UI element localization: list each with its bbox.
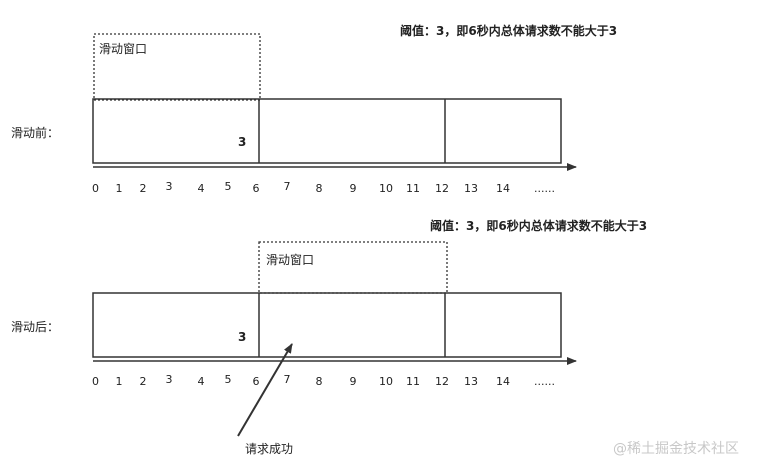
tick-label: 12 <box>435 182 449 195</box>
tick-label: 5 <box>224 180 232 193</box>
tick-label: 11 <box>406 182 420 195</box>
tick-label: 3 <box>165 373 173 386</box>
window-label-before: 滑动窗口 <box>99 42 148 56</box>
tick-label: 10 <box>379 182 393 195</box>
tick-label: 9 <box>349 375 357 388</box>
tick-label: 4 <box>197 375 205 388</box>
tick-label: 13 <box>464 182 478 195</box>
tick-label: 0 <box>92 182 99 195</box>
tick-label: 4 <box>197 182 205 195</box>
tick-label: 2 <box>139 375 147 388</box>
tick-label: 7 <box>283 180 291 193</box>
tick-label: 7 <box>283 373 291 386</box>
tick-label: 12 <box>435 375 449 388</box>
tick-label: 8 <box>315 182 323 195</box>
tick-label: 11 <box>406 375 420 388</box>
side-label-before: 滑动前： <box>11 126 60 140</box>
tick-label: 6 <box>252 375 260 388</box>
tick-label: ...... <box>534 375 555 388</box>
window-label-after: 滑动窗口 <box>266 253 315 267</box>
tick-label: 3 <box>165 180 173 193</box>
request-count-before: 3 <box>238 135 247 149</box>
tick-label: 10 <box>379 375 393 388</box>
side-label-after: 滑动后： <box>11 320 60 334</box>
tick-label: 14 <box>496 182 510 195</box>
tick-label: 0 <box>92 375 99 388</box>
tick-label: 5 <box>224 373 232 386</box>
timeline-box-before <box>92 98 562 164</box>
tick-label: 9 <box>349 182 357 195</box>
request-success-label: 请求成功 <box>245 442 294 456</box>
tick-label: 6 <box>252 182 260 195</box>
threshold-text-before: 阈值：3，即6秒内总体请求数不能大于3 <box>400 24 618 38</box>
watermark: @稀土掘金技术社区 <box>613 441 739 457</box>
timeline-box-after <box>92 292 562 358</box>
threshold-text-after: 阈值：3，即6秒内总体请求数不能大于3 <box>430 219 648 233</box>
tick-label: 2 <box>139 182 147 195</box>
request-count-after: 3 <box>238 330 247 344</box>
tick-label: 14 <box>496 375 510 388</box>
tick-label: 13 <box>464 375 478 388</box>
tick-label: ...... <box>534 182 555 195</box>
tick-label: 1 <box>115 182 123 195</box>
tick-label: 8 <box>315 375 323 388</box>
tick-label: 1 <box>115 375 123 388</box>
request-arrow <box>237 343 293 437</box>
